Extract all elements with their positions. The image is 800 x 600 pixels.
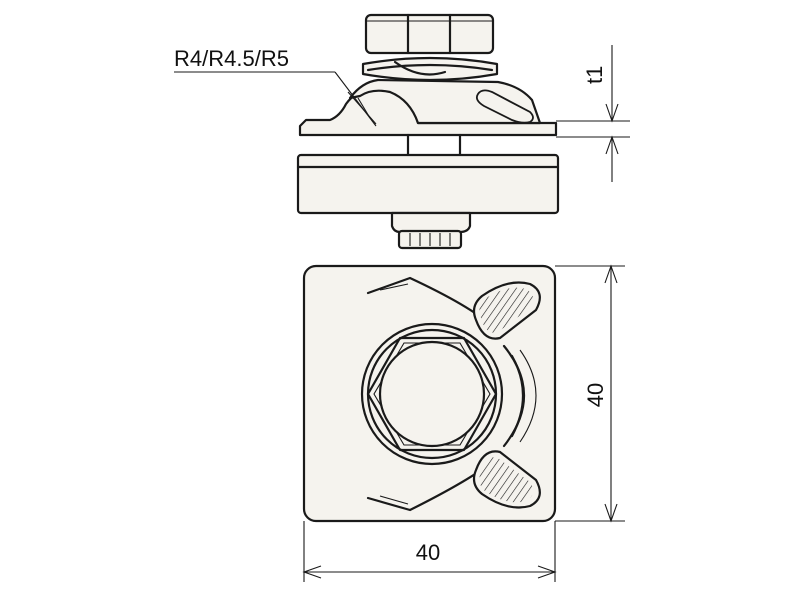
radius-callout-label: R4/R4.5/R5	[174, 46, 289, 71]
radius-leader	[174, 71, 377, 127]
bolt-head-top	[360, 322, 504, 466]
top-view	[302, 264, 625, 582]
thickness-label: t1	[582, 66, 607, 84]
width-dimension	[302, 521, 557, 582]
spring-washer	[361, 56, 499, 82]
hex-nut	[364, 13, 495, 55]
side-view	[174, 13, 630, 250]
base-plate-side	[296, 153, 560, 215]
bolt-collar	[390, 211, 472, 234]
height-dimension	[555, 264, 625, 523]
thickness-dimension	[556, 45, 630, 182]
wing-tab-side	[475, 89, 534, 124]
clamp-body	[348, 78, 542, 125]
wing-tab-top-lower	[472, 450, 541, 509]
wing-tab-top-upper	[472, 281, 541, 340]
height-label: 40	[583, 383, 608, 407]
width-label: 40	[416, 540, 440, 565]
